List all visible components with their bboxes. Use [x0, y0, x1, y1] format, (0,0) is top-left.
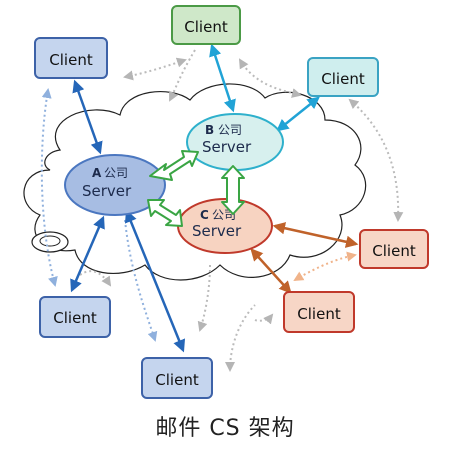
- diagram-caption: 邮件 CS 架构: [155, 416, 295, 441]
- client-4: Client: [39, 296, 111, 338]
- client-1: Client: [34, 37, 108, 79]
- server-interlinks: [147, 150, 245, 227]
- link-c3-serverB: [276, 96, 320, 132]
- server-c-label: Server: [192, 222, 242, 240]
- client-label: Client: [321, 70, 365, 88]
- client-label: Client: [184, 18, 228, 36]
- client-label: Client: [49, 51, 93, 69]
- client-label: Client: [372, 242, 416, 260]
- dotted-path: [197, 264, 211, 332]
- dotted-path: [123, 57, 187, 81]
- dotted-path: [348, 98, 404, 222]
- client-label: Client: [297, 305, 341, 323]
- server-b-label: Server: [202, 138, 252, 156]
- client-3: Client: [307, 57, 379, 97]
- dotted-path: [225, 304, 256, 372]
- client-label: Client: [155, 371, 199, 389]
- dotted-path: [293, 251, 357, 282]
- link-c2-serverB: [209, 43, 236, 113]
- client-2: Client: [171, 5, 241, 45]
- server-a-letter: A: [92, 166, 102, 180]
- link-c1-serverA: [72, 79, 103, 155]
- client-links: [70, 43, 359, 353]
- link-serverA-serverB: [149, 150, 199, 181]
- dotted-path: [238, 58, 302, 98]
- server-b-company: 公司: [218, 123, 242, 137]
- link-c7-serverC: [250, 248, 292, 294]
- client-label: Client: [53, 309, 97, 327]
- link-c4-serverA: [70, 215, 105, 293]
- server-a-company: 公司: [104, 166, 128, 180]
- dotted-path: [254, 313, 274, 325]
- link-c5-serverA: [124, 209, 186, 353]
- client-7: Client: [283, 291, 355, 333]
- client-nodes: Client Client Client Client Client Clien…: [34, 5, 429, 399]
- server-b-letter: B: [205, 123, 214, 137]
- client-6: Client: [359, 229, 429, 269]
- server-a-label: Server: [82, 182, 132, 200]
- server-c-letter: C: [200, 208, 209, 222]
- link-serverA-serverC: [147, 199, 183, 227]
- server-C: C 公司 Server: [177, 198, 273, 254]
- client-5: Client: [141, 357, 213, 399]
- server-B: B 公司 Server: [186, 113, 284, 171]
- dotted-path: [169, 49, 196, 102]
- server-A: A 公司 Server: [64, 154, 166, 216]
- server-a-shape: [64, 154, 166, 216]
- link-serverB-serverC: [221, 165, 245, 215]
- link-c6-serverC: [272, 222, 359, 248]
